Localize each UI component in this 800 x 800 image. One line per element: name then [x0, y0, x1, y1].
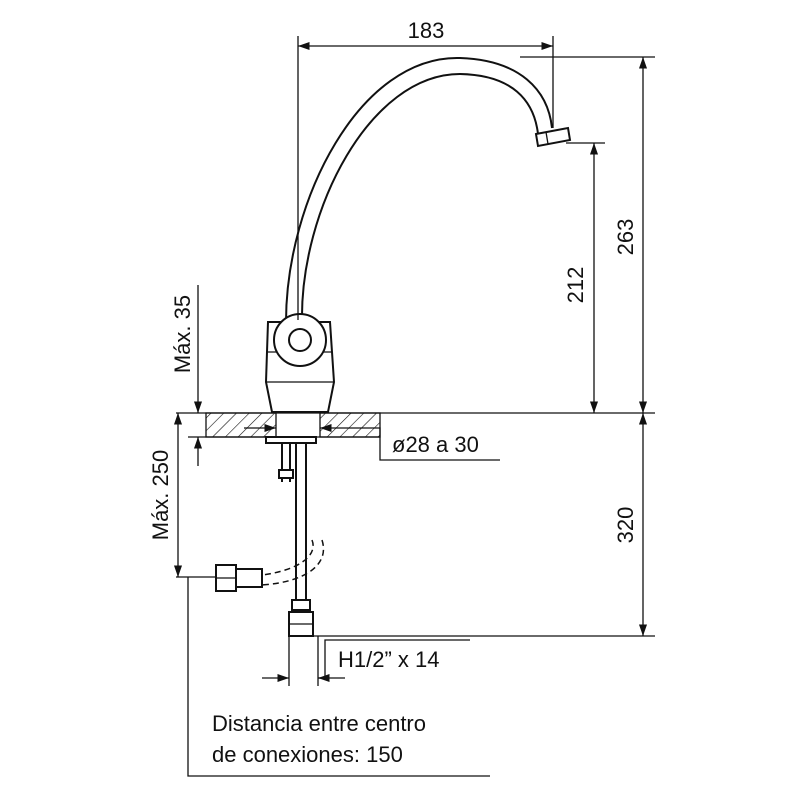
mounting-hardware: [215, 436, 325, 637]
note-line-1: Distancia entre centro: [212, 711, 426, 736]
label-total-height: 263: [613, 219, 638, 256]
label-spout-reach: 183: [408, 18, 445, 43]
dim-hose-height: 320: [313, 413, 655, 637]
label-hole-diameter: ø28 a 30: [392, 432, 479, 457]
label-hose-height: 320: [613, 507, 638, 544]
label-max-hose: Máx. 250: [148, 450, 173, 541]
dim-total-height: 263: [520, 56, 655, 413]
dim-spout-reach: 183: [297, 18, 554, 320]
dim-connection-thread: H1/2” x 14: [262, 636, 470, 686]
note-connection-distance: Distancia entre centro de conexiones: 15…: [187, 577, 490, 777]
dim-hole-diameter: ø28 a 30: [244, 423, 500, 461]
note-line-2: de conexiones: 150: [212, 742, 403, 767]
label-max-counter: Máx. 35: [170, 295, 195, 373]
dim-spout-height: 212: [563, 142, 605, 413]
label-spout-height: 212: [563, 267, 588, 304]
dim-max-hose: Máx. 250: [148, 413, 216, 578]
dim-max-counter: Máx. 35: [170, 285, 206, 466]
faucet-spout: [285, 56, 572, 323]
faucet-body: [264, 313, 336, 413]
label-connection-thread: H1/2” x 14: [338, 647, 440, 672]
